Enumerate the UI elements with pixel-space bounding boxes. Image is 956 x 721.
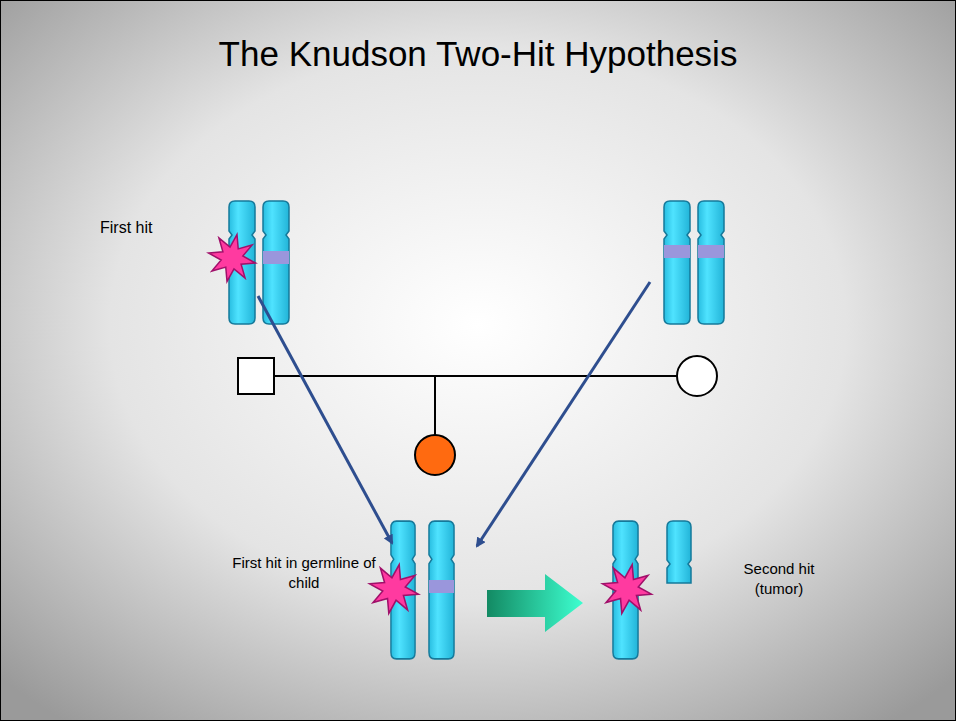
hit-label: First hit [100, 218, 190, 239]
tumor-label: Second hit (tumor) [733, 559, 825, 598]
slide-title: The Knudson Two-Hit Hypothesis [0, 34, 956, 74]
germline-label: First hit in germline of child [228, 553, 380, 592]
